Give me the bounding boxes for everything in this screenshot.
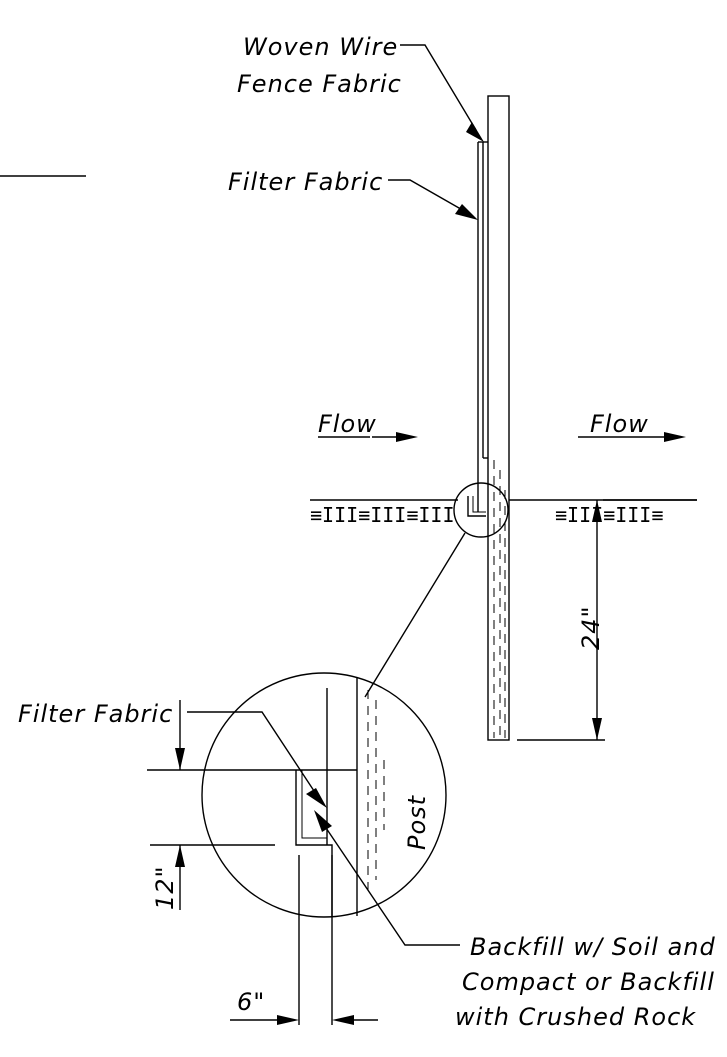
fence-post (487, 95, 510, 741)
fabric-strips (477, 141, 488, 512)
filter-fabric-detail-label: Filter Fabric (18, 700, 173, 728)
ground-hatch-left: ≡III≡III≡III (310, 503, 455, 527)
backfill-label-line2: Compact or Backfill (462, 968, 715, 996)
dimension-12 (150, 700, 275, 910)
depth-24-label: 24" (577, 605, 605, 650)
flow-arrow-right (578, 432, 686, 442)
flow-left-label: Flow (318, 410, 377, 438)
trench-small (467, 496, 486, 517)
backfill-label-line3: with Crushed Rock (455, 1003, 696, 1031)
filter-fabric-detail-leader (187, 711, 327, 808)
ground-hatch-right: ≡III≡III≡ (555, 503, 663, 527)
filter-fabric-top-label: Filter Fabric (228, 168, 383, 196)
woven-wire-label-line1: Woven Wire (243, 33, 398, 61)
woven-wire-label-line2: Fence Fabric (237, 70, 402, 98)
post-label: Post (403, 794, 431, 850)
flow-right-label: Flow (590, 410, 649, 438)
detail-leader-line (364, 532, 466, 698)
depth-12-label: 12" (151, 865, 179, 910)
dimension-24 (517, 500, 605, 741)
dimension-6 (230, 1015, 378, 1025)
detail-callout-circle (453, 482, 509, 538)
width-6-label: 6" (237, 988, 265, 1016)
backfill-leader (314, 810, 460, 946)
filter-fabric-top-leader (388, 179, 478, 220)
detail-enlarged (147, 672, 447, 1025)
woven-wire-leader (400, 44, 484, 142)
backfill-label-line1: Backfill w/ Soil and (470, 933, 716, 961)
flow-arrow-left (318, 432, 418, 442)
